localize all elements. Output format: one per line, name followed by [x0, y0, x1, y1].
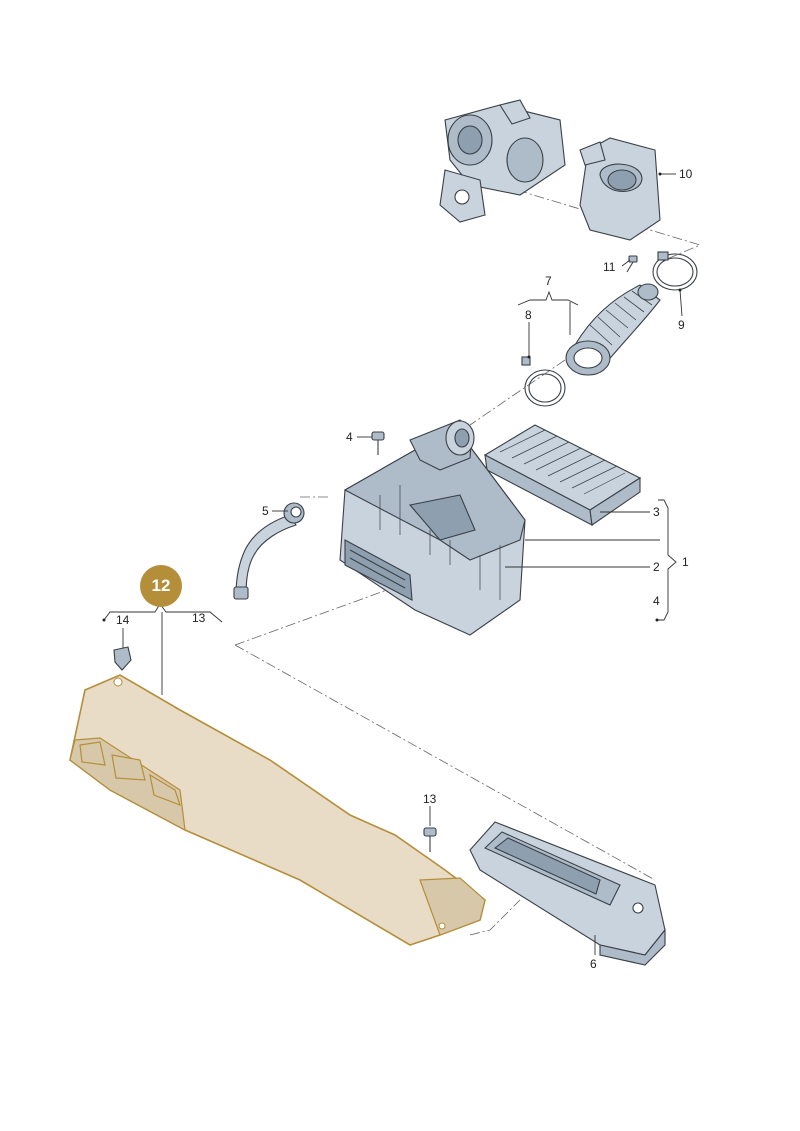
- callout-5: 5: [262, 504, 269, 518]
- air-filter-housing-part-1: [339, 419, 526, 636]
- callout-9: 9: [678, 318, 685, 332]
- callout-13-bracket: 13: [192, 611, 206, 625]
- callout-7: 7: [545, 274, 552, 288]
- hose-clamp-part-9: [652, 251, 698, 291]
- intake-connector-part-10: [579, 137, 661, 241]
- callout-3: 3: [653, 505, 660, 519]
- hose-clamp-part-8: [521, 356, 566, 407]
- intake-hose-part-7: [565, 283, 661, 376]
- leader-lines: [102, 172, 683, 955]
- callout-14: 14: [116, 613, 130, 627]
- breather-hose-part-5: [233, 502, 305, 600]
- callout-1: 1: [682, 555, 689, 569]
- callout-11: 11: [603, 260, 616, 274]
- callout-8: 8: [525, 308, 532, 322]
- callout-12-badge: 12: [140, 565, 182, 607]
- callout-2: 2: [653, 560, 660, 574]
- throttle-valve-assembly: [439, 99, 566, 223]
- air-guide-part-6: [469, 821, 666, 966]
- callout-4-screw: 4: [346, 430, 353, 444]
- callout-6: 6: [590, 957, 597, 971]
- screw-part-13: [423, 827, 437, 852]
- callout-4-housing: 4: [653, 594, 660, 608]
- callout-10: 10: [679, 167, 693, 181]
- air-intake-duct-part-12: [69, 674, 486, 946]
- callout-13-screw: 13: [423, 792, 437, 806]
- clip-part-14: [113, 646, 132, 671]
- screw-part-4: [371, 431, 385, 455]
- screw-part-11: [626, 255, 638, 273]
- air-filter-element-part-3: [483, 424, 642, 526]
